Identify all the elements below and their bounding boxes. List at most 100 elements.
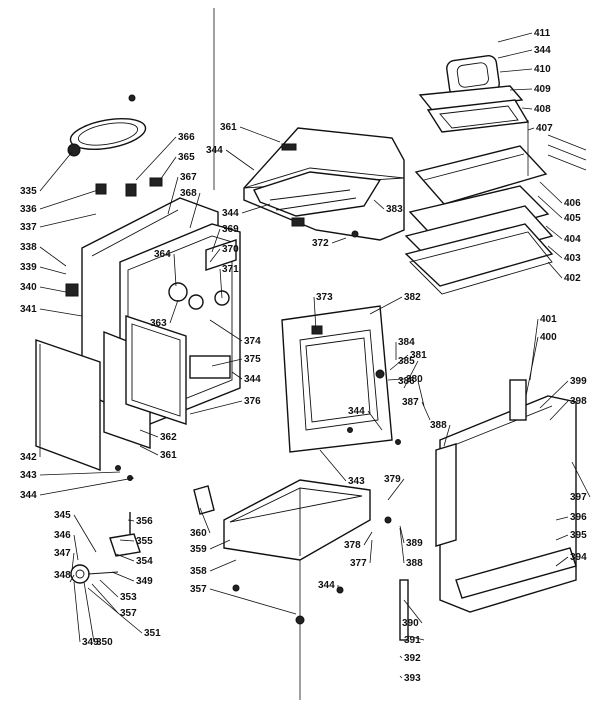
leader-line bbox=[39, 471, 121, 476]
part-number-label: 387 bbox=[402, 397, 419, 408]
leader-line bbox=[389, 354, 409, 371]
broiler-drawer bbox=[193, 479, 371, 561]
screw bbox=[384, 516, 392, 524]
cabinet-side bbox=[435, 379, 577, 613]
leader-line bbox=[139, 445, 159, 456]
leader-line bbox=[387, 378, 405, 381]
screw bbox=[347, 427, 353, 433]
part-number-label: 335 bbox=[20, 186, 37, 197]
leader-line bbox=[387, 478, 405, 501]
leader-line bbox=[135, 136, 177, 181]
part-number-label: 380 bbox=[406, 374, 423, 385]
part-number-label: 392 bbox=[404, 653, 421, 664]
burner-box-2 bbox=[404, 223, 554, 287]
part-number-label: 398 bbox=[570, 396, 587, 407]
leader-line bbox=[99, 579, 119, 598]
part-number-label: 338 bbox=[20, 242, 37, 253]
part-number-label: 409 bbox=[534, 84, 551, 95]
part-number-label: 362 bbox=[160, 432, 177, 443]
part-number-label: 390 bbox=[402, 618, 419, 629]
screw bbox=[351, 230, 359, 238]
part-number-label: 360 bbox=[190, 528, 207, 539]
drawer-body bbox=[223, 479, 371, 561]
leader-line bbox=[211, 228, 221, 253]
kick-plate bbox=[455, 547, 577, 599]
leader-line bbox=[331, 237, 347, 244]
burner-box-3 bbox=[409, 231, 553, 295]
door-glass bbox=[299, 329, 379, 431]
leader-line bbox=[111, 571, 135, 582]
part-number-label: 402 bbox=[564, 273, 581, 284]
leader-line bbox=[509, 88, 533, 91]
leader-line bbox=[39, 189, 99, 210]
leader-line bbox=[159, 156, 177, 181]
tie bbox=[128, 94, 136, 102]
handle-mount bbox=[375, 369, 385, 379]
screw bbox=[115, 465, 121, 471]
part-number-label: 358 bbox=[190, 566, 207, 577]
part-number-label: 384 bbox=[398, 337, 415, 348]
part-number-label: 407 bbox=[536, 123, 553, 134]
part-number-label: 359 bbox=[190, 544, 207, 555]
leader-line bbox=[73, 534, 79, 561]
leader-line bbox=[127, 519, 135, 522]
part-number-label: 344 bbox=[244, 374, 261, 385]
valve bbox=[70, 564, 90, 584]
leader-line bbox=[231, 371, 243, 380]
part-number-label: 394 bbox=[570, 552, 587, 563]
part-number-label: 344 bbox=[318, 580, 335, 591]
oven-door bbox=[281, 305, 393, 453]
part-number-label: 347 bbox=[54, 548, 71, 559]
leader-line bbox=[241, 203, 271, 214]
part-number-label: 374 bbox=[244, 336, 261, 347]
leader-line bbox=[189, 192, 201, 229]
part-number-label: 386 bbox=[398, 376, 415, 387]
leader-line bbox=[219, 268, 223, 299]
part-number-label: 371 bbox=[222, 264, 239, 275]
part-number-label: 378 bbox=[344, 540, 361, 551]
leader-line bbox=[73, 514, 97, 553]
part-number-label: 351 bbox=[144, 628, 161, 639]
switch bbox=[125, 183, 137, 197]
leader-line bbox=[549, 400, 569, 421]
part-number-label: 365 bbox=[178, 152, 195, 163]
cooktop-panel bbox=[414, 145, 548, 205]
leader-line bbox=[417, 380, 425, 407]
screw bbox=[232, 584, 240, 592]
leader-line bbox=[239, 126, 281, 143]
leader-line bbox=[189, 400, 243, 415]
part-number-label: 400 bbox=[540, 332, 557, 343]
part-number-label: 401 bbox=[540, 314, 557, 325]
leader-line bbox=[521, 107, 533, 110]
cooktop-assembly bbox=[404, 55, 587, 295]
leader-line bbox=[555, 516, 569, 521]
part-number-label: 341 bbox=[20, 304, 37, 315]
screw bbox=[395, 439, 401, 445]
leader-line bbox=[547, 245, 563, 259]
leader-line bbox=[539, 181, 563, 204]
knob-2 bbox=[188, 294, 204, 310]
part-number-label: 367 bbox=[180, 172, 197, 183]
screw-lead bbox=[547, 134, 587, 151]
leader-line bbox=[367, 410, 383, 431]
rib bbox=[269, 189, 351, 201]
leader-line bbox=[525, 336, 539, 397]
part-number-label: 375 bbox=[244, 354, 261, 365]
leader-line bbox=[39, 266, 67, 275]
part-number-label: 344 bbox=[20, 490, 37, 501]
part-number-label: 357 bbox=[120, 608, 137, 619]
part-number-label: 344 bbox=[222, 208, 239, 219]
leader-line bbox=[211, 358, 243, 367]
hinge-clip bbox=[311, 325, 323, 335]
part-number-label: 366 bbox=[178, 132, 195, 143]
part-number-label: 344 bbox=[534, 45, 551, 56]
part-number-label: 344 bbox=[206, 145, 223, 156]
part-number-label: 344 bbox=[348, 406, 365, 417]
inner-door bbox=[103, 315, 231, 449]
drawer-bracket bbox=[193, 485, 215, 515]
bracket bbox=[109, 533, 141, 557]
leader-line bbox=[555, 556, 569, 567]
leader-line bbox=[139, 429, 159, 438]
leader-line bbox=[545, 225, 563, 240]
